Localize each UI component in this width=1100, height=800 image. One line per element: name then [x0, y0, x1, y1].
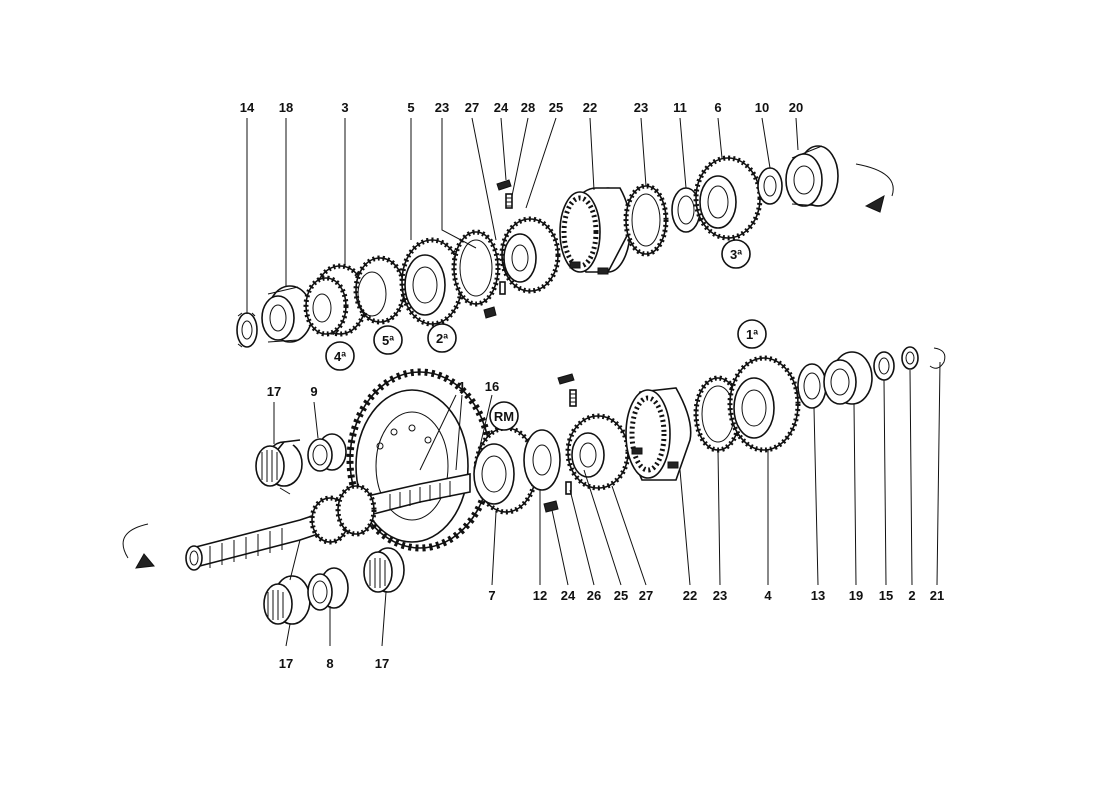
callout-label-l17c: 17	[375, 656, 389, 671]
part-bearing-20	[785, 145, 839, 207]
badge-3rd-gear-label: 3ª	[730, 247, 742, 262]
lower-shaft-assembly	[122, 346, 946, 647]
callout-label-l7: 7	[488, 588, 495, 603]
part-bearing-18	[261, 285, 313, 343]
callout-label-l22: 22	[683, 588, 697, 603]
part-circlip-21	[929, 347, 946, 369]
part-needle-bearing-17-top	[255, 439, 303, 487]
upper-shaft-assembly	[236, 117, 894, 348]
callout-label-l17a: 17	[267, 384, 281, 399]
callout-label-u28: 28	[521, 100, 535, 115]
callout-label-l13: 13	[811, 588, 825, 603]
callout-label-l12: 12	[533, 588, 547, 603]
badge-4th-gear: 4ª	[325, 341, 355, 371]
callout-label-u27: 27	[465, 100, 479, 115]
callout-label-u25: 25	[549, 100, 563, 115]
part-needle-bearing-17-bottom-right	[363, 547, 405, 593]
part-washer-10	[757, 167, 783, 205]
badge-1st-gear: 1ª	[737, 319, 767, 349]
part-synchro-hub-27-upper	[499, 216, 561, 294]
badge-3rd-gear: 3ª	[721, 239, 751, 269]
part-gear-5a	[353, 255, 407, 325]
part-synchro-hub-27-lower	[565, 413, 631, 491]
callout-label-l2: 2	[908, 588, 915, 603]
lower-part-labels: 17 9 1 16 7 12 24 26 25 27 22 23 4 13 19 15 2 21 17 8 17	[267, 379, 944, 671]
part-sleeve-22-upper	[559, 187, 632, 275]
badge-reverse-gear: RM	[489, 401, 519, 431]
callout-label-l8: 8	[326, 656, 333, 671]
callout-label-u18: 18	[279, 100, 293, 115]
part-synchro-ring-23-upper-right	[623, 183, 669, 257]
part-gear-6	[693, 155, 763, 241]
badge-reverse-gear-label: RM	[494, 409, 514, 424]
upper-part-labels: 14 18 3 5 23 27 24 28 25 22 23 11 6 10 20	[240, 100, 803, 115]
badge-2nd-gear-label: 2ª	[436, 331, 448, 346]
part-spacer-9	[307, 433, 347, 472]
callout-label-l16: 16	[485, 379, 499, 394]
callout-label-u14: 14	[240, 100, 255, 115]
gear-badges: 4ª 5ª 2ª 3ª 1ª RM	[325, 239, 767, 431]
callout-label-u22: 22	[583, 100, 597, 115]
part-gear-5	[399, 237, 465, 327]
badge-5th-gear: 5ª	[373, 325, 403, 355]
callout-label-u11: 11	[673, 100, 687, 115]
callout-label-u20: 20	[789, 100, 803, 115]
callout-label-l4: 4	[764, 588, 772, 603]
callout-label-l17b: 17	[279, 656, 293, 671]
badge-2nd-gear: 2ª	[427, 323, 457, 353]
part-washer-15	[873, 351, 895, 381]
callout-label-l1: 1	[458, 379, 465, 394]
callout-label-u3: 3	[341, 100, 348, 115]
callout-label-l27: 27	[639, 588, 653, 603]
callout-label-l26: 26	[587, 588, 601, 603]
callout-label-l23: 23	[713, 588, 727, 603]
part-plunger-24-upper	[483, 179, 513, 319]
callout-label-l19: 19	[849, 588, 863, 603]
part-spacer-8	[307, 567, 349, 611]
callout-label-u23a: 23	[435, 100, 449, 115]
badge-4th-gear-label: 4ª	[334, 349, 346, 364]
callout-label-u5: 5	[407, 100, 414, 115]
part-gear-4	[727, 355, 801, 453]
rotation-arrow-upper	[855, 163, 894, 213]
badge-1st-gear-label: 1ª	[746, 327, 758, 342]
part-sleeve-22-lower	[625, 387, 692, 481]
part-synchro-ring-23-upper-left	[451, 229, 501, 307]
callout-label-l9: 9	[310, 384, 317, 399]
rotation-arrow-lower	[122, 523, 155, 569]
part-washer-12	[523, 429, 561, 491]
part-washer-13	[797, 363, 827, 409]
callout-label-l24: 24	[561, 588, 576, 603]
callout-label-l15: 15	[879, 588, 893, 603]
part-nut-14	[236, 312, 258, 348]
callout-label-l25: 25	[614, 588, 628, 603]
callout-label-l21: 21	[930, 588, 944, 603]
callout-label-u6: 6	[714, 100, 721, 115]
part-main-shaft-1	[185, 473, 471, 571]
callout-label-u10: 10	[755, 100, 769, 115]
part-needle-bearing-17-bottom-left	[263, 575, 311, 625]
part-plunger-24-lower	[543, 373, 577, 513]
badge-5th-gear-label: 5ª	[382, 333, 394, 348]
part-nut-2	[901, 346, 919, 370]
callout-label-u23b: 23	[634, 100, 648, 115]
callout-label-u24: 24	[494, 100, 509, 115]
part-bearing-19	[823, 351, 873, 405]
